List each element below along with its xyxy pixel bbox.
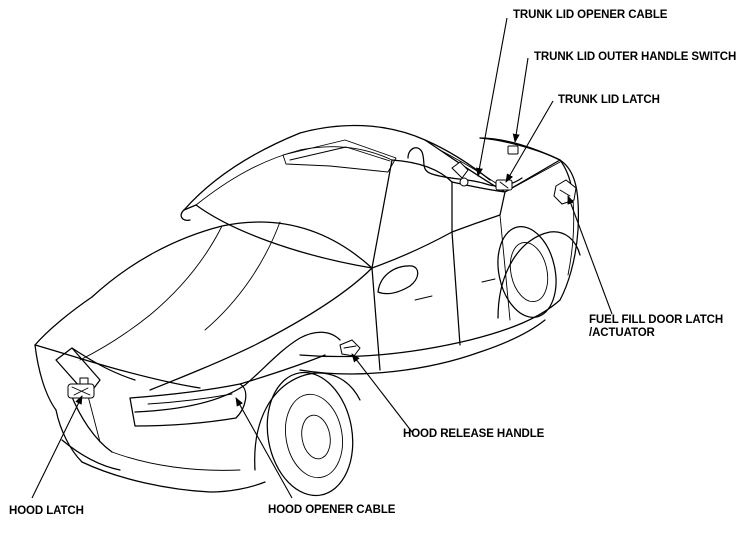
car-body-outline <box>34 124 581 497</box>
fuel-door-latch-part <box>553 179 577 205</box>
leader-trunk-lid-opener-cable <box>476 17 508 177</box>
label-fuel-fill-door-latch-actuator: FUEL FILL DOOR LATCH /ACTUATOR <box>589 314 724 339</box>
leader-hood-release-handle <box>351 353 413 433</box>
hood-release-handle-part <box>339 339 361 357</box>
leader-hood-latch <box>31 395 83 499</box>
label-trunk-lid-opener-cable: TRUNK LID OPENER CABLE <box>513 9 668 21</box>
label-trunk-lid-outer-handle-switch: TRUNK LID OUTER HANDLE SWITCH <box>534 51 737 63</box>
trunk-lid-latch-part <box>495 179 513 191</box>
label-hood-latch: HOOD LATCH <box>9 505 84 517</box>
label-hood-release-handle: HOOD RELEASE HANDLE <box>403 428 545 440</box>
trunk-switch-part <box>507 145 519 155</box>
leader-trunk-lid-outer-handle-switch <box>512 57 529 143</box>
leader-hood-opener-cable <box>235 397 293 499</box>
leader-trunk-lid-latch <box>505 100 554 183</box>
label-trunk-lid-latch: TRUNK LID LATCH <box>558 94 660 106</box>
hood-latch-part <box>67 377 95 399</box>
leader-fuel-fill-door-latch <box>567 195 613 315</box>
trunk-cable-handle-part <box>451 161 469 187</box>
hood-opener-cable-route <box>134 331 341 413</box>
label-hood-opener-cable: HOOD OPENER CABLE <box>268 504 396 516</box>
